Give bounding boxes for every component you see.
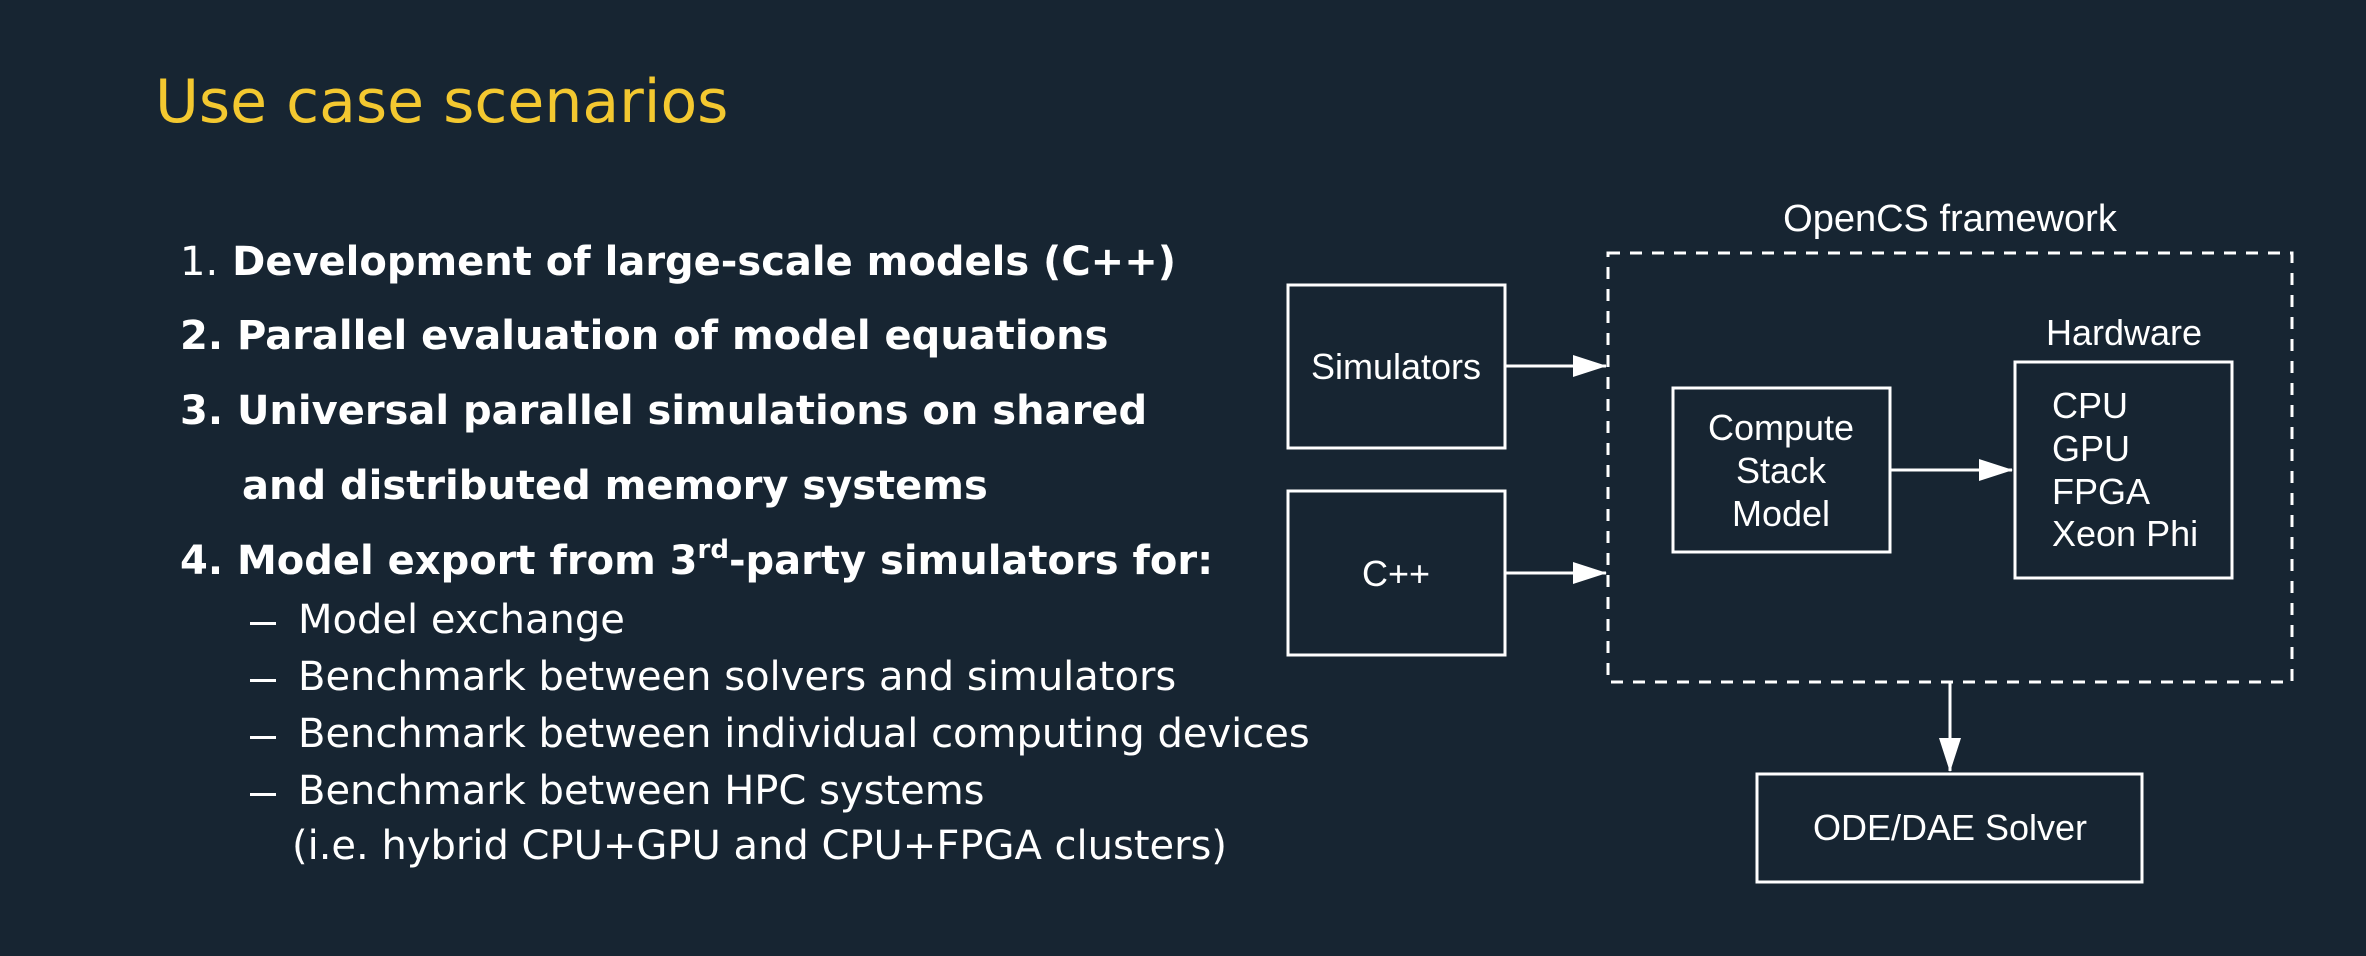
sub-item-2-text: Benchmark between solvers and simulators [298,654,1177,700]
compute-stack-line-1: Compute [1708,407,1854,448]
sub-item-1-text: Model exchange [298,597,625,643]
slide-title: Use case scenarios [155,67,729,137]
hardware-item-gpu: GPU [2052,428,2130,469]
compute-stack-line-2: Stack [1736,450,1827,491]
sub-item-3-text: Benchmark between individual computing d… [298,711,1310,757]
hardware-box [2013,360,2234,580]
cpp-label: C++ [1362,553,1430,594]
list-item-4-suffix: -party simulators for: [728,538,1214,584]
hardware-item-cpu: CPU [2052,385,2128,426]
list-item-4-superscript: rd [697,535,729,565]
list-item-4: 4. Model export from 3rd-party simulator… [180,537,1214,584]
compute-stack-line-3: Model [1732,493,1830,534]
hardware-item-xeon-phi: Xeon Phi [2052,513,2198,554]
simulators-label: Simulators [1311,346,1481,387]
sub-item-4-text: Benchmark between HPC systems [298,768,985,814]
solver-label: ODE/DAE Solver [1813,807,2087,848]
list-item-3-line-1: 3. Universal parallel simulations on sha… [180,388,1148,434]
list-item-3-line-2: and distributed memory systems [242,463,988,509]
hardware-item-fpga: FPGA [2052,471,2150,512]
hardware-label: Hardware [2046,312,2202,353]
list-item-1-number: 1. [180,239,219,285]
solver-box [1755,772,2144,884]
list-item-1-text: Development of large-scale models (C++) [232,239,1176,285]
list-item-2: 2. Parallel evaluation of model equation… [180,313,1109,359]
framework-label: OpenCS framework [1783,198,2118,240]
list-item-1: 1. Development of large-scale models (C+… [180,242,1176,282]
list-item-4-prefix: 4. Model export from 3 [180,538,698,584]
sub-item-note: (i.e. hybrid CPU+GPU and CPU+FPGA cluste… [292,823,1227,869]
